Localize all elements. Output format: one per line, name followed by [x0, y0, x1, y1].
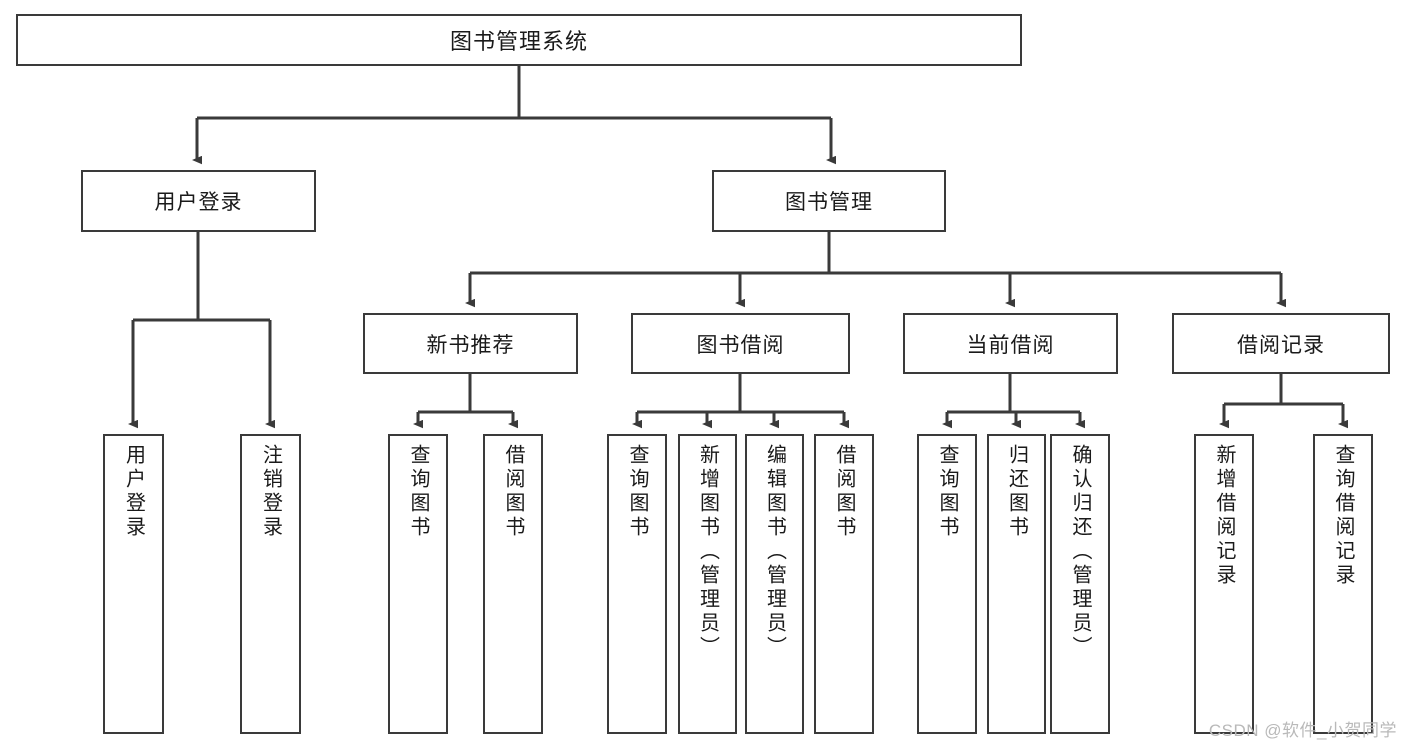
node-leaf-edit-book-admin[interactable]: 编辑图书（管理员）: [745, 434, 804, 734]
node-leaf-borrow-book-2-label: 借阅图书: [833, 444, 855, 540]
node-leaf-logout-label: 注销登录: [259, 444, 282, 540]
node-leaf-query-borrow-record-label: 查询借阅记录: [1332, 444, 1354, 588]
node-leaf-query-book-3-label: 查询图书: [936, 444, 958, 540]
node-leaf-add-borrow-record-label: 新增借阅记录: [1213, 444, 1235, 588]
node-book-management-label: 图书管理: [785, 191, 873, 214]
node-leaf-add-book-admin[interactable]: 新增图书（管理员）: [678, 434, 737, 734]
node-leaf-logout[interactable]: 注销登录: [240, 434, 301, 734]
node-leaf-add-borrow-record[interactable]: 新增借阅记录: [1194, 434, 1254, 734]
node-leaf-add-book-admin-label: 新增图书（管理员）: [696, 444, 719, 660]
watermark: CSDN @软件_小贺同学: [1208, 721, 1397, 740]
node-leaf-borrow-book-1[interactable]: 借阅图书: [483, 434, 543, 734]
node-leaf-query-book-3[interactable]: 查询图书: [917, 434, 977, 734]
node-leaf-edit-book-admin-label: 编辑图书（管理员）: [763, 444, 786, 660]
node-borrow-record[interactable]: 借阅记录: [1172, 313, 1390, 374]
node-leaf-borrow-book-1-label: 借阅图书: [502, 444, 524, 540]
node-leaf-query-borrow-record[interactable]: 查询借阅记录: [1313, 434, 1373, 734]
node-leaf-query-book-2[interactable]: 查询图书: [607, 434, 667, 734]
node-leaf-confirm-return-admin[interactable]: 确认归还（管理员）: [1050, 434, 1110, 734]
node-user-login[interactable]: 用户登录: [81, 170, 316, 232]
node-user-login-label: 用户登录: [154, 191, 243, 214]
node-book-management[interactable]: 图书管理: [712, 170, 946, 232]
node-leaf-borrow-book-2[interactable]: 借阅图书: [814, 434, 874, 734]
node-new-book-recommend-label: 新书推荐: [426, 333, 515, 357]
node-new-book-recommend[interactable]: 新书推荐: [363, 313, 578, 374]
node-leaf-query-book-1[interactable]: 查询图书: [388, 434, 448, 734]
node-book-borrow[interactable]: 图书借阅: [631, 313, 850, 374]
node-leaf-user-login[interactable]: 用户登录: [103, 434, 164, 734]
node-leaf-return-book[interactable]: 归还图书: [987, 434, 1046, 734]
node-current-borrow-label: 当前借阅: [966, 333, 1055, 357]
node-leaf-confirm-return-admin-label: 确认归还（管理员）: [1069, 444, 1091, 660]
node-root-label: 图书管理系统: [449, 29, 588, 54]
node-current-borrow[interactable]: 当前借阅: [903, 313, 1118, 374]
node-leaf-user-login-label: 用户登录: [122, 444, 145, 540]
node-leaf-return-book-label: 归还图书: [1005, 444, 1028, 540]
node-book-borrow-label: 图书借阅: [696, 333, 785, 357]
node-leaf-query-book-2-label: 查询图书: [626, 444, 648, 540]
node-borrow-record-label: 借阅记录: [1237, 333, 1325, 357]
node-leaf-query-book-1-label: 查询图书: [407, 444, 429, 540]
node-root[interactable]: 图书管理系统: [16, 14, 1022, 66]
